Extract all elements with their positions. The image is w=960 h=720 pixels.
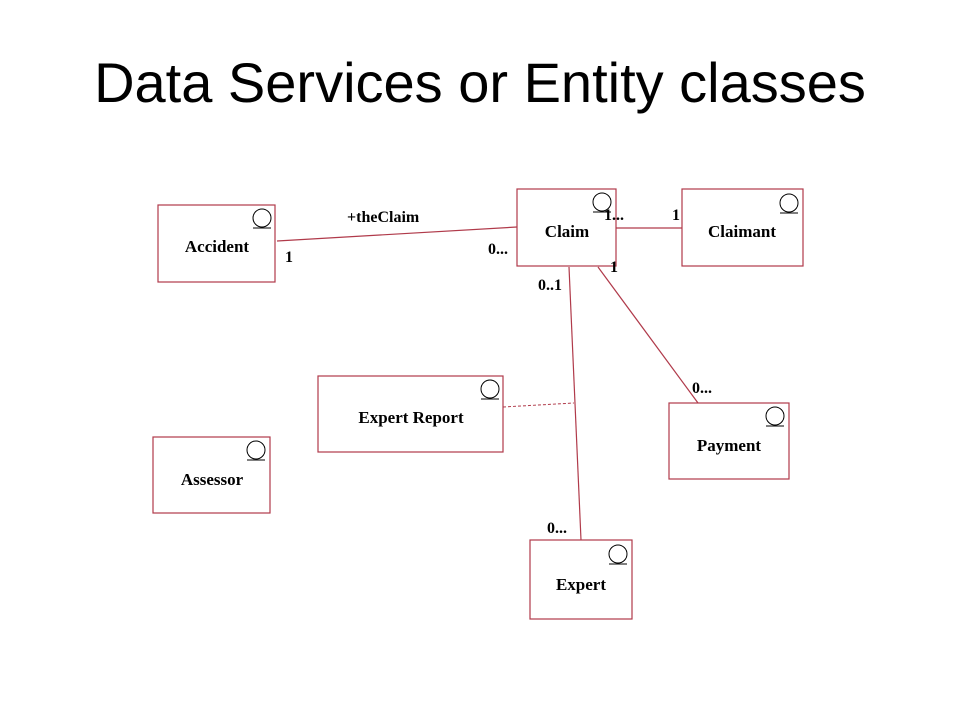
multiplicity-claim-payment-end: 1 — [610, 259, 618, 276]
entity-icon — [246, 440, 266, 461]
entity-icon — [592, 192, 612, 213]
class-claimant[interactable]: Claimant — [681, 188, 804, 267]
class-assessor-label: Assessor — [181, 470, 244, 489]
role-theclaim: +theClaim — [347, 209, 420, 226]
class-payment[interactable]: Payment — [668, 402, 790, 480]
association-accident-claim — [276, 226, 518, 242]
class-assessor[interactable]: Assessor — [152, 436, 271, 514]
entity-icon — [608, 544, 628, 565]
multiplicity-claimant-end: 1 — [672, 207, 680, 224]
association-claim-expert — [568, 266, 582, 541]
class-expert[interactable]: Expert — [529, 539, 633, 620]
class-claim[interactable]: Claim — [516, 188, 617, 267]
entity-icon — [480, 379, 500, 400]
association-claim-payment — [597, 266, 699, 404]
class-payment-label: Payment — [697, 436, 762, 455]
class-accident-label: Accident — [185, 237, 250, 256]
class-accident[interactable]: Accident — [157, 204, 276, 283]
multiplicity-accident-end: 1 — [285, 249, 293, 266]
multiplicity-claim-accident-end: 0... — [488, 241, 508, 258]
class-claimant-label: Claimant — [708, 222, 776, 241]
class-expert-report[interactable]: Expert Report — [317, 375, 504, 453]
class-claim-label: Claim — [545, 222, 589, 241]
entity-icon — [779, 193, 799, 214]
entity-icon — [765, 406, 785, 427]
multiplicity-expert-end: 0... — [547, 520, 567, 537]
association-class-link-expert-report — [502, 402, 575, 408]
multiplicity-claim-expert-end: 0..1 — [538, 277, 562, 294]
entity-icon — [252, 208, 272, 229]
slide-title: Data Services or Entity classes — [94, 51, 866, 114]
class-expert-report-label: Expert Report — [358, 408, 464, 427]
multiplicity-payment-end: 0... — [692, 380, 712, 397]
class-expert-label: Expert — [556, 575, 606, 594]
multiplicity-claim-claimant-end: 1... — [604, 207, 624, 224]
